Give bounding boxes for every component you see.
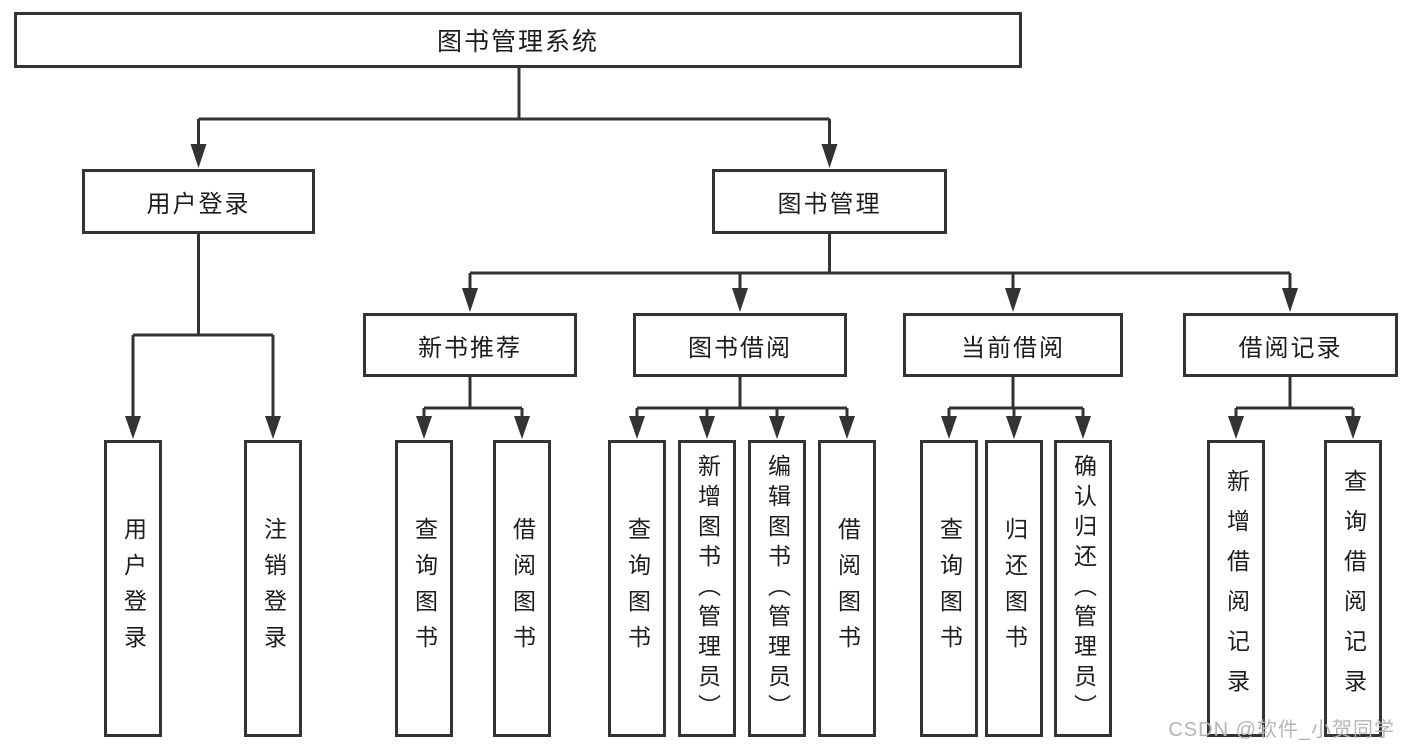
- node-label: 新书推荐: [418, 334, 522, 362]
- node-leaf-query-books: 查询图书: [395, 440, 453, 737]
- node-leaf-query-books-3: 查询图书: [920, 440, 978, 737]
- node-label: 借阅图书: [834, 516, 861, 661]
- watermark: CSDN @软件_小贺同学: [1168, 719, 1395, 741]
- node-leaf-query-borrow-record: 查询借阅记录: [1324, 440, 1382, 737]
- node-leaf-query-books-2: 查询图书: [608, 440, 666, 737]
- node-book-management: 图书管理: [712, 169, 947, 234]
- node-label: 查询图书: [411, 516, 438, 661]
- node-label: 查询图书: [624, 516, 651, 661]
- node-label: 用户登录: [120, 516, 147, 661]
- node-current-borrowing: 当前借阅: [903, 313, 1123, 377]
- node-label: 编辑图书（管理员）: [764, 453, 791, 724]
- connector-user-login-children: [125, 234, 281, 439]
- node-label: 用户登录: [146, 191, 251, 218]
- node-label: 借阅记录: [1238, 334, 1343, 362]
- node-label: 图书管理: [777, 191, 882, 218]
- connector-book-mgmt-to-level3: [462, 234, 1298, 312]
- node-label: 图书借阅: [688, 334, 792, 362]
- node-label: 图书管理系统: [436, 28, 599, 56]
- node-leaf-user-login: 用户登录: [104, 440, 162, 737]
- node-leaf-add-borrow-record: 新增借阅记录: [1207, 440, 1265, 737]
- node-label: 注销登录: [260, 516, 287, 661]
- node-label: 查询借阅记录: [1340, 468, 1367, 709]
- node-leaf-borrow-books-2: 借阅图书: [818, 440, 876, 737]
- node-label: 查询图书: [936, 516, 963, 661]
- node-label: 归还图书: [1001, 516, 1028, 661]
- node-new-book-recommendation: 新书推荐: [363, 313, 577, 377]
- connector-current-borrow-children: [941, 377, 1091, 439]
- connector-borrow-records-children: [1228, 377, 1361, 439]
- node-label: 新增图书（管理员）: [694, 453, 721, 724]
- node-label: 确认归还（管理员）: [1070, 453, 1097, 724]
- node-leaf-borrow-books: 借阅图书: [493, 440, 551, 737]
- connector-root-to-level2: [190, 68, 838, 168]
- node-user-login: 用户登录: [82, 169, 315, 234]
- node-library-management-system: 图书管理系统: [14, 12, 1022, 68]
- node-leaf-confirm-return-admin: 确认归还（管理员）: [1054, 440, 1112, 737]
- node-label: 新增借阅记录: [1223, 468, 1250, 709]
- node-label: 当前借阅: [961, 334, 1065, 362]
- node-book-borrowing: 图书借阅: [633, 313, 847, 377]
- node-leaf-edit-book-admin: 编辑图书（管理员）: [748, 440, 806, 737]
- node-leaf-logout: 注销登录: [244, 440, 302, 737]
- node-leaf-return-books: 归还图书: [985, 440, 1043, 737]
- node-borrowing-records: 借阅记录: [1183, 313, 1398, 377]
- node-label: 借阅图书: [509, 516, 536, 661]
- node-leaf-add-book-admin: 新增图书（管理员）: [678, 440, 736, 737]
- connector-book-borrow-children: [629, 377, 855, 439]
- connector-new-book-children: [416, 377, 530, 439]
